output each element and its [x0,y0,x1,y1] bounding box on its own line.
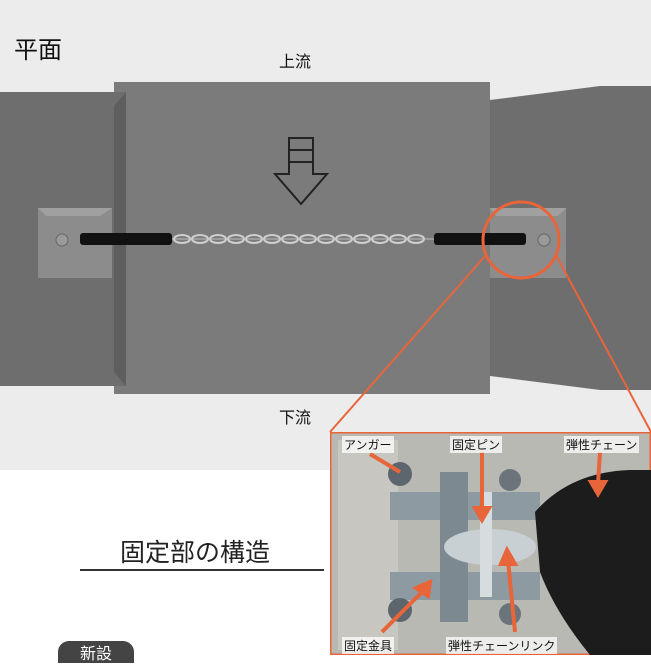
callout-circle [481,200,561,280]
left-elastic-chain [80,233,172,245]
right-elastic-chain [434,233,526,245]
right-anchor-icon [537,233,551,247]
chain [172,234,434,244]
detail-photo: アンガー 固定ピン 弾性チェーン 固定金具 弾性チェーンリンク [330,432,651,655]
callout-line-left [329,254,487,433]
detail-photo-illustration [330,432,651,655]
right-abutment [490,86,651,390]
elastic-chain-shape [535,470,651,655]
down-arrow-icon [272,137,330,206]
section-underline [80,569,324,571]
plan-view: 平面 上流 下流 [0,0,651,470]
label-fixing-bracket: 固定金具 [342,637,395,654]
label-arrows [368,451,609,634]
central-block [114,82,490,394]
upstream-label: 上流 [279,52,312,71]
left-notch [38,208,112,278]
label-fixing-pin: 固定ピン [450,436,503,453]
new-badge: 新設 [58,641,134,663]
label-elastic-chain: 弾性チェーン [564,436,640,453]
label-anchor: アンガー [342,436,394,453]
section-title: 固定部の構造 [120,538,271,567]
downstream-label: 下流 [279,408,312,427]
plan-title: 平面 [14,36,62,64]
callout-line-right [555,254,651,433]
plan-illustration [0,82,651,433]
label-elastic-chain-link: 弾性チェーンリンク [446,637,558,654]
left-anchor-icon [55,233,69,247]
right-notch [490,208,566,278]
